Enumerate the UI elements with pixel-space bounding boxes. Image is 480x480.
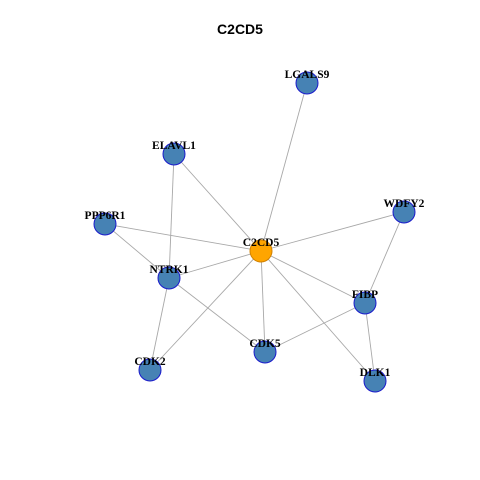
node-label-lgals9: LGALS9 — [285, 69, 330, 81]
edge-ntrk1-cdk5 — [168, 277, 266, 353]
graph-title: C2CD5 — [217, 21, 263, 37]
node-ntrk1[interactable]: NTRK1 — [150, 264, 189, 290]
node-circle-fibp[interactable] — [353, 291, 377, 315]
node-circle-ppp6r1[interactable] — [93, 212, 117, 236]
edge-fibp-dlk1 — [364, 302, 376, 382]
node-label-fibp: FIBP — [352, 289, 378, 301]
edge-c2cd5-lgals9 — [260, 82, 308, 252]
node-label-dlk1: DLK1 — [360, 367, 391, 379]
node-ppp6r1[interactable]: PPP6R1 — [85, 210, 126, 236]
edge-c2cd5-wdfy2 — [260, 211, 405, 252]
node-circle-cdk2[interactable] — [138, 358, 162, 382]
node-label-cdk2: CDK2 — [134, 356, 166, 368]
node-circle-wdfy2[interactable] — [392, 200, 416, 224]
edge-c2cd5-fibp — [260, 250, 366, 304]
node-circle-c2cd5[interactable] — [249, 239, 273, 263]
node-cdk5[interactable]: CDK5 — [249, 338, 281, 364]
node-fibp[interactable]: FIBP — [352, 289, 378, 315]
edge-layer — [104, 82, 405, 382]
edge-elavl1-ntrk1 — [168, 153, 175, 279]
edge-wdfy2-fibp — [364, 211, 405, 304]
edge-c2cd5-cdk5 — [260, 250, 266, 353]
node-circle-dlk1[interactable] — [363, 369, 387, 393]
node-elavl1[interactable]: ELAVL1 — [152, 140, 196, 166]
node-label-elavl1: ELAVL1 — [152, 140, 196, 152]
node-c2cd5[interactable]: C2CD5 — [243, 237, 280, 263]
edge-c2cd5-ppp6r1 — [104, 223, 262, 252]
node-label-wdfy2: WDFY2 — [384, 198, 425, 210]
node-dlk1[interactable]: DLK1 — [360, 367, 391, 393]
node-circle-ntrk1[interactable] — [157, 266, 181, 290]
node-wdfy2[interactable]: WDFY2 — [384, 198, 425, 224]
node-circle-elavl1[interactable] — [162, 142, 186, 166]
edge-ntrk1-cdk2 — [149, 277, 170, 371]
node-label-c2cd5: C2CD5 — [243, 237, 280, 249]
node-lgals9[interactable]: LGALS9 — [285, 69, 330, 95]
node-cdk2[interactable]: CDK2 — [134, 356, 166, 382]
node-label-cdk5: CDK5 — [249, 338, 281, 350]
edge-fibp-cdk5 — [264, 302, 366, 353]
node-circle-lgals9[interactable] — [295, 71, 319, 95]
edge-c2cd5-dlk1 — [260, 250, 376, 382]
edge-c2cd5-cdk2 — [149, 250, 262, 371]
node-label-ppp6r1: PPP6R1 — [85, 210, 126, 222]
node-circle-cdk5[interactable] — [253, 340, 277, 364]
edge-c2cd5-ntrk1 — [168, 250, 262, 279]
edge-ppp6r1-ntrk1 — [104, 223, 170, 279]
node-label-ntrk1: NTRK1 — [150, 264, 189, 276]
edge-c2cd5-elavl1 — [173, 153, 262, 252]
